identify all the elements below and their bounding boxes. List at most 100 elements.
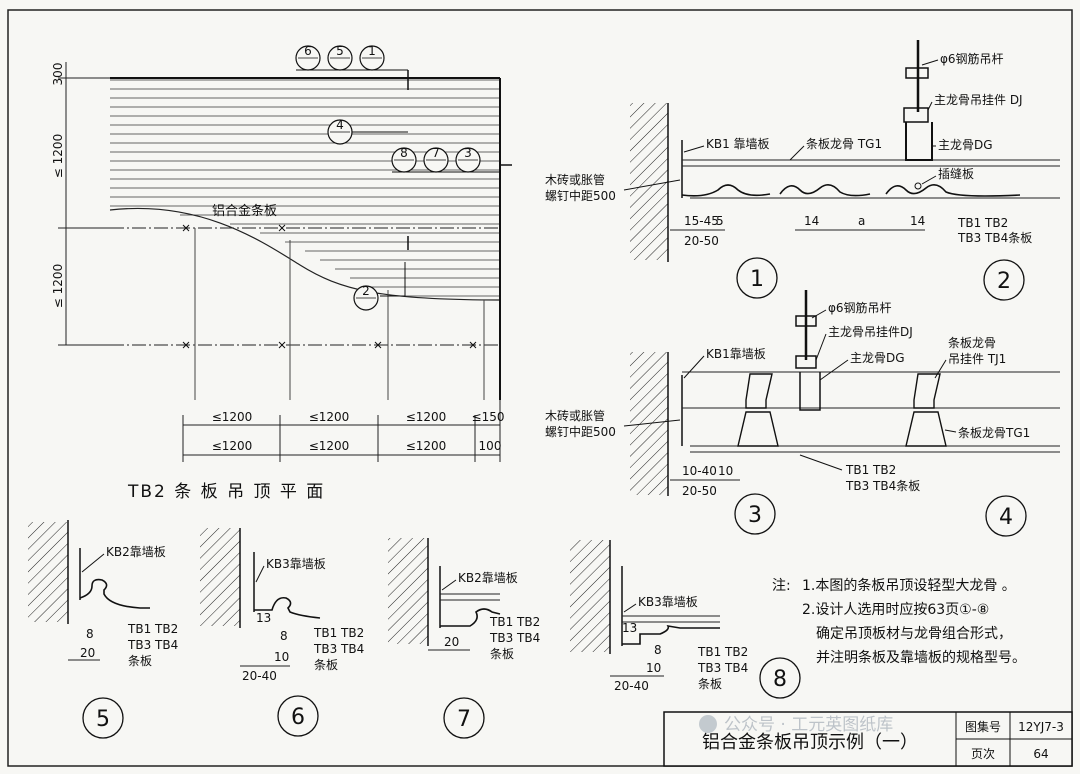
- d12-strip-keel: 条板龙骨 TG1: [806, 137, 882, 151]
- d7-dim-20: 20: [444, 635, 459, 649]
- d8-dim-8: 8: [654, 643, 662, 657]
- notes-line-2: 2.设计人选用时应按63页①-⑧: [802, 601, 989, 618]
- detail-6: KB3靠墙板 13 8 10 20-40 TB1 TB2 TB3 TB4 条板 …: [200, 528, 364, 737]
- sheet-border: [7, 9, 1073, 767]
- callout-2-leader: [380, 262, 406, 297]
- detail-3-4: φ6钢筋吊杆 主龙骨吊挂件DJ 主龙骨DG 条板龙骨 吊挂件 TJ1 KB1靠墙…: [545, 290, 1060, 537]
- d7-tb-b: TB3 TB4: [489, 631, 540, 645]
- detail-num-8: 8: [773, 667, 787, 692]
- d6-kb: KB3靠墙板: [266, 557, 326, 571]
- callout-6: 6: [304, 44, 312, 58]
- detail-7: KB2靠墙板 20 TB1 TB2 TB3 TB4 条板 7: [388, 538, 540, 739]
- d34-tb-b: TB3 TB4条板: [845, 479, 920, 493]
- title-block-title: 铝合金条板吊顶示例（一）: [702, 732, 918, 753]
- notes-line-3: 确定吊顶板材与龙骨组合形式，: [816, 626, 1012, 642]
- notes-block: 注: 1.本图的条板吊顶设轻型大龙骨 。 2.设计人选用时应按63页①-⑧ 确定…: [772, 577, 1026, 666]
- callout-2: 2: [362, 284, 370, 298]
- d12-filler: 插缝板: [938, 166, 974, 181]
- d34-strip-hanger-1: 条板龙骨: [948, 336, 996, 350]
- dim-r1-1: ≤1200: [212, 410, 253, 424]
- d12-dim-14b: 14: [910, 214, 925, 228]
- d34-strip-hanger-2: 吊挂件 TJ1: [948, 352, 1006, 366]
- detail-num-3: 3: [748, 503, 762, 528]
- d6-tb-b: TB3 TB4: [313, 642, 364, 656]
- d34-rod: φ6钢筋吊杆: [828, 300, 892, 315]
- strip-hanger-2: [905, 411, 947, 447]
- d8-kb: KB3靠墙板: [638, 595, 698, 609]
- page-label: 页次: [971, 747, 995, 761]
- panel-label: 铝合金条板: [212, 203, 277, 219]
- d7-tb-a: TB1 TB2: [489, 615, 540, 629]
- d34-dim-10: 10: [718, 464, 733, 478]
- title-block: 铝合金条板吊顶示例（一） 图集号 12YJ7-3 页次 64: [663, 711, 1073, 767]
- callout-4: 4: [336, 118, 344, 132]
- d12-main-keel: 主龙骨DG: [938, 138, 993, 152]
- detail-num-1: 1: [750, 267, 764, 292]
- d8-tb-a: TB1 TB2: [697, 645, 748, 659]
- notes-prefix: 注:: [772, 578, 791, 594]
- strip-profiles-1: [681, 184, 1021, 197]
- d12-dim-14a: 14: [804, 214, 819, 228]
- main-keel-2: [799, 372, 821, 411]
- d8-dim-10: 10: [646, 661, 661, 675]
- d34-wall-1: 木砖或胀管: [545, 408, 605, 423]
- callout-5: 5: [336, 44, 344, 58]
- dim-r2-1: ≤1200: [212, 439, 253, 453]
- d12-wall-1: 木砖或胀管: [545, 172, 605, 187]
- dim-r1-4: ≤150: [472, 410, 505, 424]
- dim-r1-3: ≤1200: [406, 410, 447, 424]
- d6-dim-10: 10: [274, 650, 289, 664]
- watermark: 公众号 · 工元英图纸库: [699, 715, 893, 735]
- d6-dim-13: 13: [256, 611, 271, 625]
- detail-1-2: φ6钢筋吊杆 主龙骨吊挂件 DJ 主龙骨DG 插缝板 KB1 靠墙板 条板龙骨 …: [545, 40, 1060, 301]
- callout-8: 8: [400, 146, 408, 160]
- detail-num-2: 2: [997, 269, 1011, 294]
- dim-r2-2: ≤1200: [309, 439, 350, 453]
- detail-8: KB3靠墙板 13 8 10 20-40 TB1 TB2 TB3 TB4 条板 …: [570, 540, 801, 699]
- d12-dim-5: 5: [716, 214, 724, 228]
- d8-dim-13: 13: [622, 621, 637, 635]
- page-value: 64: [1033, 747, 1048, 761]
- d12-dim-a: a: [858, 214, 865, 228]
- d34-strip-keel: 条板龙骨TG1: [958, 426, 1030, 440]
- atlas-label: 图集号: [965, 719, 1001, 734]
- left-dim-300: 300: [51, 63, 65, 86]
- d5-dim-20: 20: [80, 646, 95, 660]
- d12-hanger: 主龙骨吊挂件 DJ: [934, 93, 1023, 107]
- atlas-value: 12YJ7-3: [1018, 720, 1064, 734]
- plan-strips: [110, 79, 500, 297]
- callout-3: 3: [464, 146, 472, 160]
- watermark-text: 公众号 · 工元英图纸库: [724, 715, 893, 735]
- d8-dim-20-40: 20-40: [614, 679, 649, 693]
- bottom-dims: [182, 400, 501, 462]
- dim-r2-4: 100: [479, 439, 502, 453]
- d12-tb-b: TB3 TB4条板: [957, 231, 1032, 245]
- dim-r1-2: ≤1200: [309, 410, 350, 424]
- left-dim-1200-a: ≤ 1200: [51, 134, 65, 178]
- d34-tb-a: TB1 TB2: [845, 463, 896, 477]
- detail-num-7: 7: [457, 707, 471, 732]
- d8-tb-c: 条板: [698, 677, 722, 691]
- d34-wall-2: 螺钉中距500: [545, 424, 616, 439]
- notes-line-4: 并注明条板及靠墙板的规格型号。: [816, 649, 1026, 666]
- dim-r2-3: ≤1200: [406, 439, 447, 453]
- detail-num-6: 6: [291, 705, 305, 730]
- wall-hatch-1: [630, 103, 668, 260]
- callout-7: 7: [432, 146, 440, 160]
- plan-title: TB2 条 板 吊 顶 平 面: [127, 482, 325, 502]
- d34-main-keel: 主龙骨DG: [850, 351, 905, 365]
- d7-tb-c: 条板: [490, 647, 514, 661]
- main-keel-1: [905, 122, 933, 161]
- d5-tb-b: TB3 TB4: [127, 638, 178, 652]
- d12-rod: φ6钢筋吊杆: [940, 51, 1004, 66]
- callouts-top: 6 5 1: [295, 44, 408, 71]
- d6-dim-8: 8: [280, 629, 288, 643]
- strip-hanger-1: [737, 411, 779, 447]
- d8-tb-b: TB3 TB4: [697, 661, 748, 675]
- detail-5: KB2靠墙板 8 20 TB1 TB2 TB3 TB4 条板 5: [28, 520, 178, 739]
- d12-dim-20-50: 20-50: [684, 234, 719, 248]
- d5-tb-c: 条板: [128, 654, 152, 668]
- d5-tb-a: TB1 TB2: [127, 622, 178, 636]
